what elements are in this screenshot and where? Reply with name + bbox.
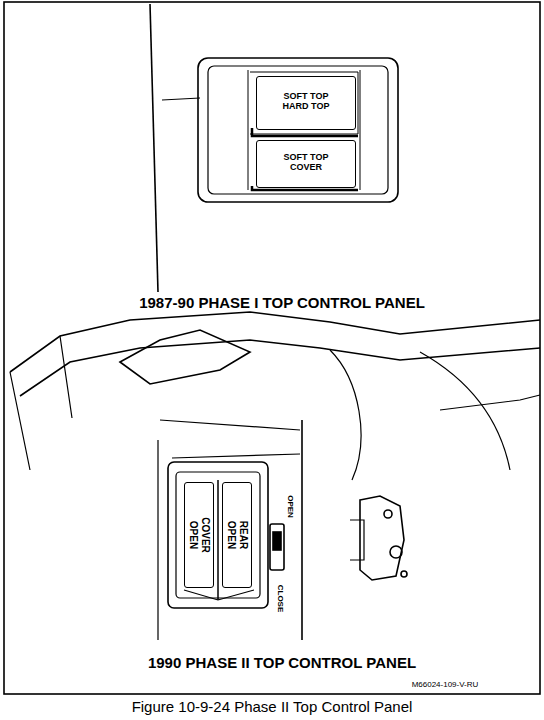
button-label: REAR OPEN xyxy=(226,512,249,558)
mount-bracket xyxy=(360,496,404,580)
figure-frame xyxy=(4,2,540,694)
panel-title: 1990 PHASE II TOP CONTROL PANEL xyxy=(148,654,416,671)
button-shadow xyxy=(252,128,358,190)
vent-housing xyxy=(120,330,250,384)
dash-edge xyxy=(20,340,540,396)
slide-switch xyxy=(270,524,284,570)
button-well xyxy=(250,72,358,134)
mount-hole xyxy=(401,571,407,577)
control-button: SOFT TOP HARD TOP xyxy=(256,76,356,130)
panel-bezel xyxy=(198,58,398,202)
mount-hole xyxy=(384,510,392,518)
switch-position: OPEN xyxy=(285,495,294,518)
button-label: SOFT TOP COVER xyxy=(271,146,341,173)
mount-bracket xyxy=(350,520,364,560)
trim-edge xyxy=(150,4,158,292)
dash-edge xyxy=(10,312,540,372)
button-label: SOFT TOP HARD TOP xyxy=(271,85,341,112)
panel-bezel-inner xyxy=(208,66,388,194)
door-edge xyxy=(330,350,510,480)
control-button: SOFT TOP COVER xyxy=(256,140,356,188)
mount-hole xyxy=(390,546,402,558)
button-well xyxy=(248,70,360,190)
control-button: COVER OPEN xyxy=(184,482,214,588)
console-edge xyxy=(158,420,300,640)
panel-bezel xyxy=(168,462,268,608)
switch-knob xyxy=(273,532,281,550)
door-edge xyxy=(440,395,540,410)
switch-position: CLOSE xyxy=(277,584,286,612)
button-divider xyxy=(217,480,219,600)
trim-edge xyxy=(162,98,200,100)
dash-edge xyxy=(10,336,72,470)
panel-title: 1987-90 PHASE I TOP CONTROL PANEL xyxy=(139,294,425,311)
figure-caption: Figure 10-9-24 Phase II Top Control Pane… xyxy=(132,698,413,715)
figure-code: M66024-109-V-RU xyxy=(412,680,479,689)
button-shadow xyxy=(184,590,254,600)
button-label: COVER OPEN xyxy=(188,512,211,558)
control-button: REAR OPEN xyxy=(222,482,252,588)
console-edge xyxy=(301,420,303,640)
panel-bezel xyxy=(172,454,300,458)
